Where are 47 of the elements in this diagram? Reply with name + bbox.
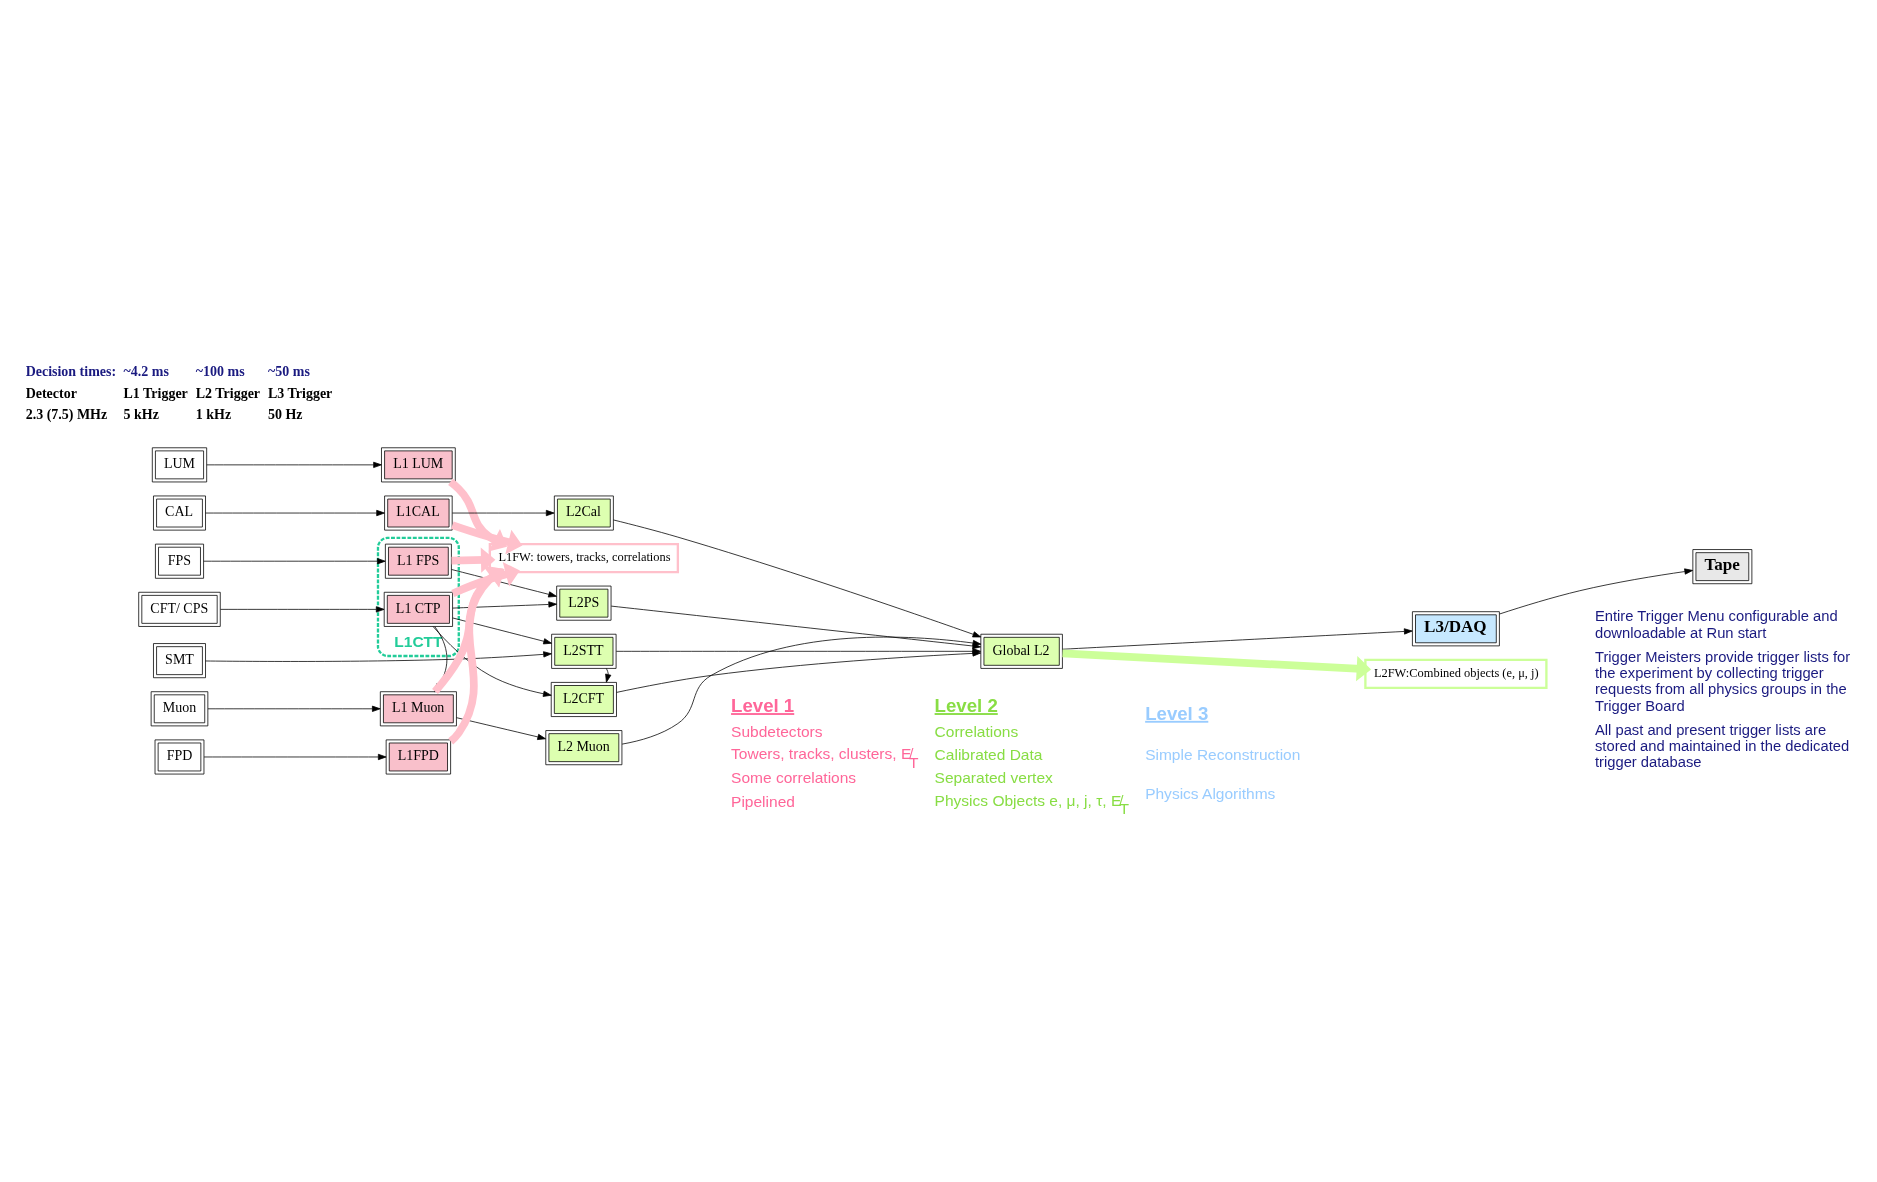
arrow	[605, 667, 612, 683]
arrow	[451, 521, 523, 554]
label: Decision times:	[25, 363, 117, 379]
label: 5 kHz	[123, 406, 159, 422]
label: Entire Trigger Menu configurable and downloadable at Run start	[1594, 607, 1838, 640]
arrow	[1062, 627, 1413, 650]
label: 2.3 (7.5) MHz	[25, 406, 108, 422]
label: Calibrated Data	[934, 745, 1043, 763]
arrow	[451, 568, 557, 597]
label: ~100 ms	[195, 363, 245, 379]
label: Simple Reconstruction	[1145, 745, 1301, 763]
arrow	[205, 650, 552, 662]
arrow	[451, 561, 520, 597]
arrow	[448, 478, 508, 551]
node-box: L1FW: towers, tracks, correlations	[488, 542, 680, 573]
arrow	[220, 605, 385, 612]
arrow	[613, 519, 982, 637]
label: L2 Trigger	[195, 385, 261, 401]
label: Level 2	[934, 694, 998, 716]
label: ~50 ms	[268, 363, 310, 379]
arrow	[456, 716, 546, 740]
arrow	[1499, 567, 1693, 614]
label: L1 Trigger	[123, 385, 188, 401]
label: All past and present trigger lists are stored and maintained in the dedicated trigger database	[1594, 721, 1850, 770]
label: ~4.2 ms	[123, 363, 169, 379]
node-box: L2FW:Combined objects (e, μ, j)	[1364, 658, 1548, 689]
label: Some correlations	[731, 768, 857, 786]
arrow	[452, 600, 557, 608]
label: Detector	[25, 385, 77, 401]
label: Pipelined	[731, 792, 795, 810]
arrow	[451, 509, 555, 516]
label: 1 kHz	[195, 406, 232, 422]
arrow	[203, 753, 387, 760]
label: Correlations	[934, 722, 1019, 740]
arrow	[206, 461, 382, 468]
arrow	[207, 705, 381, 712]
label: Trigger Meisters provide trigger lists for the experiment by collecting trigger requests from all physics groups in the Trigger Board	[1594, 648, 1851, 714]
label: Level 1	[731, 694, 795, 716]
label: Level 3	[1145, 702, 1209, 724]
label: Subdetectors	[731, 722, 823, 740]
label: Physics Algorithms	[1145, 784, 1276, 802]
arrow	[203, 557, 386, 564]
arrow	[452, 617, 552, 644]
label: 50 Hz	[268, 406, 303, 422]
arrow	[205, 509, 385, 516]
label: L3 Trigger	[268, 385, 333, 401]
label: Separated vertex	[934, 768, 1053, 786]
